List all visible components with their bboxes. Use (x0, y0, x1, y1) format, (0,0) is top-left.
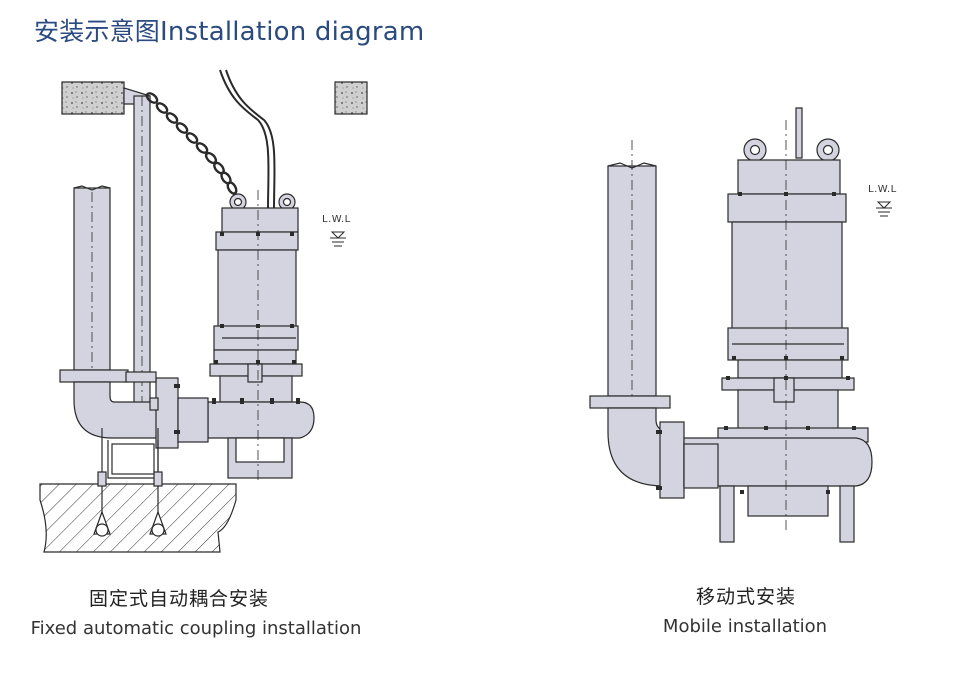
caption-right-zh: 移动式安装 (695, 586, 796, 608)
water-level-label-right: L.W.L (868, 184, 897, 195)
water-level-symbol-right (876, 201, 892, 217)
caption-right-en: Mobile installation (662, 616, 828, 637)
concrete-square (334, 81, 368, 115)
anchor-bolts (93, 428, 167, 537)
title-zh: 安装示意图 (34, 17, 161, 46)
pipe-flange-left (59, 369, 129, 383)
water-level-label-left: L.W.L (322, 214, 351, 225)
pipe-flange-right (589, 395, 671, 409)
pump-left (174, 190, 315, 480)
left-installation-view (39, 69, 368, 553)
coupling-base (155, 377, 179, 449)
lifting-chain (145, 92, 238, 195)
foundation-left (39, 483, 237, 553)
concrete-slab-left (61, 81, 125, 115)
title-en: Installation diagram (160, 17, 425, 47)
power-cable (219, 69, 270, 211)
page-title: 安装示意图Installation diagram (34, 12, 424, 48)
pump-right (656, 107, 873, 543)
right-installation-view (589, 107, 892, 543)
water-level-symbol-left (330, 231, 346, 247)
caption-left-zh: 固定式自动耦合安装 (88, 588, 269, 610)
caption-left-en: Fixed automatic coupling installation (30, 618, 362, 639)
